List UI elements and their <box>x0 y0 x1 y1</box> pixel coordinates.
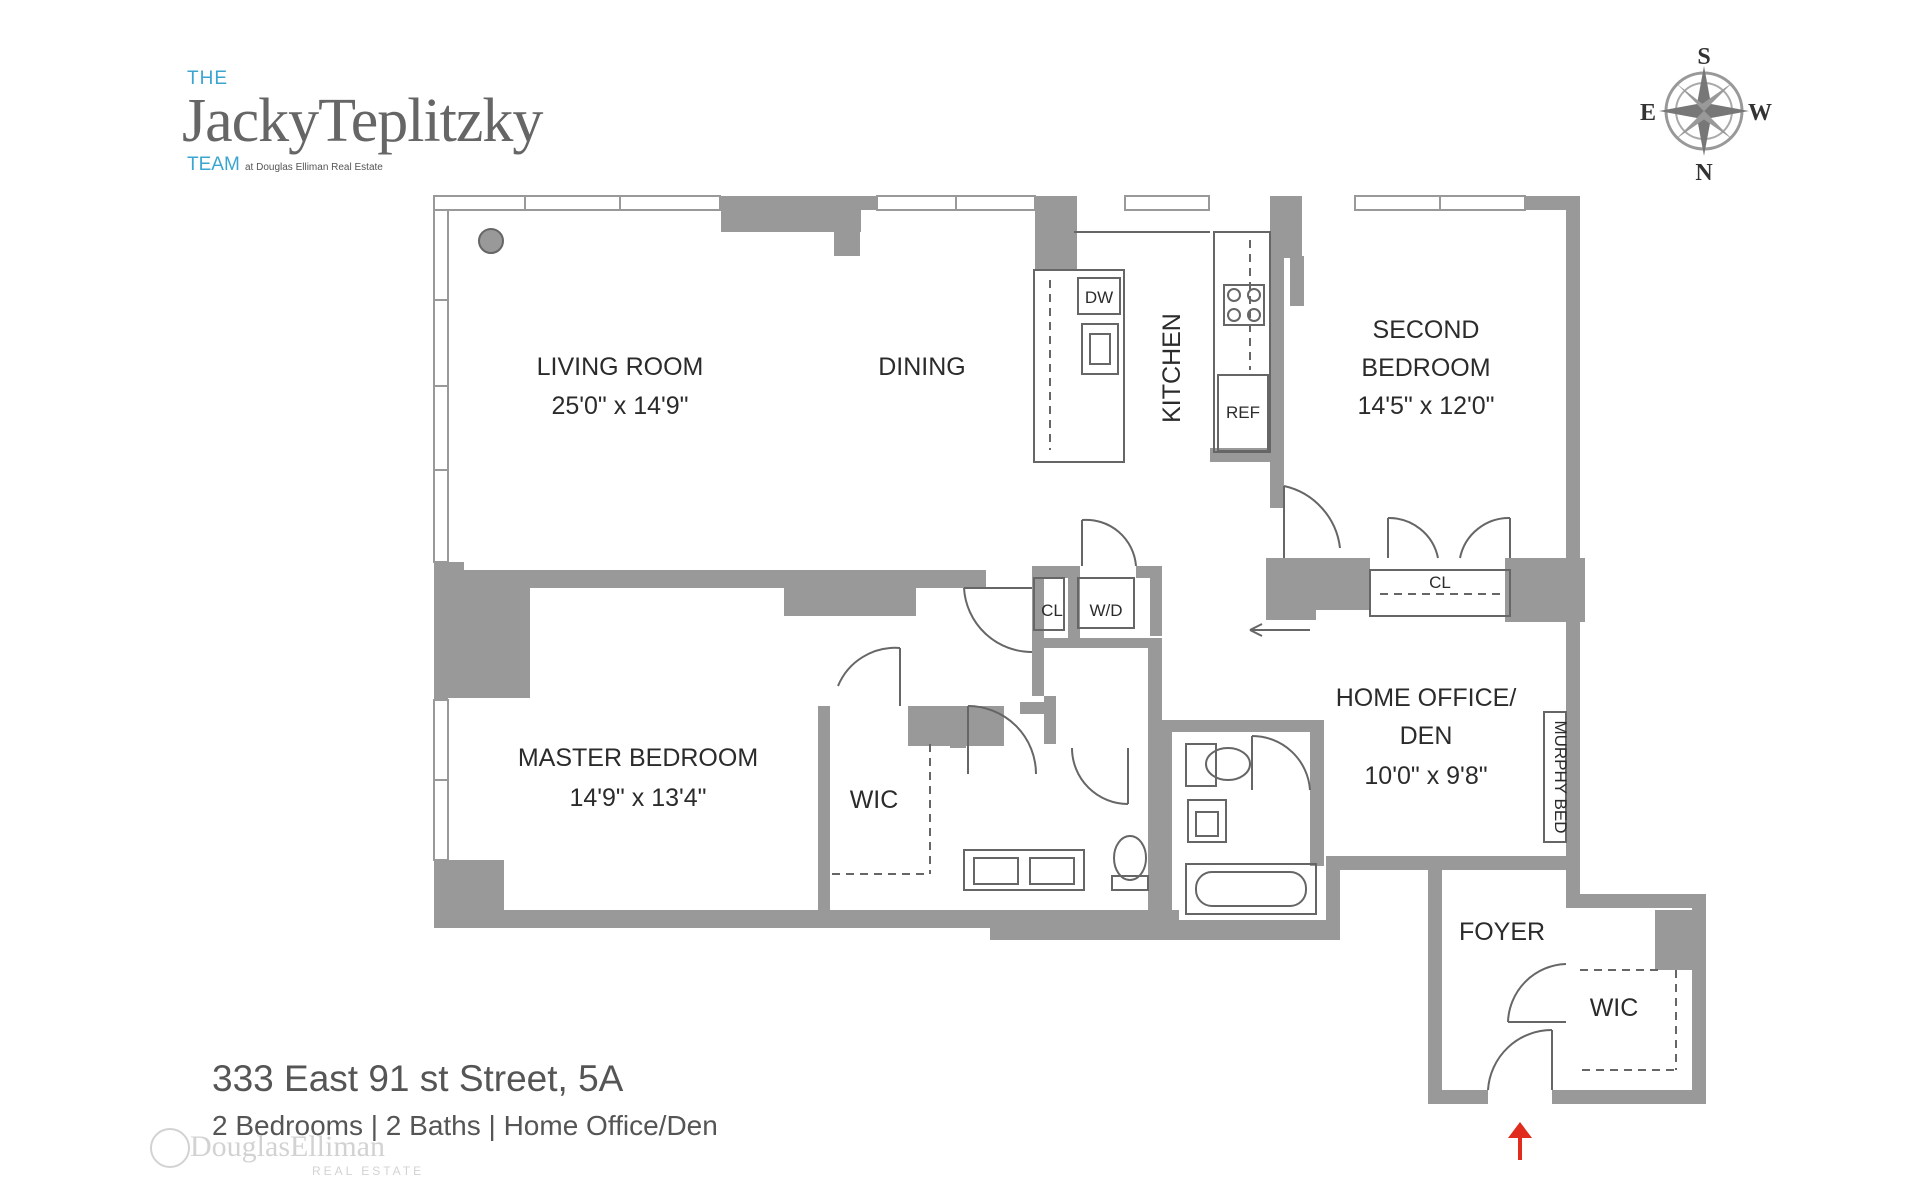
compass-east: E <box>1640 100 1656 126</box>
bedroom-closet-label: CL <box>1429 573 1451 592</box>
foyer-wic-label: WIC <box>1590 994 1639 1022</box>
de-logo-name: DouglasElliman <box>190 1130 385 1163</box>
brand-the: THE <box>187 68 228 89</box>
living-room-size: 25'0" x 14'9" <box>551 392 688 420</box>
doors <box>837 485 1567 1091</box>
washer-dryer-label: W/D <box>1089 601 1122 620</box>
office-size: 10'0" x 9'8" <box>1364 762 1487 790</box>
brand-subtitle: at Douglas Elliman Real Estate <box>245 162 383 173</box>
compass-west: W <box>1748 100 1772 126</box>
dining-label: DINING <box>878 353 966 381</box>
de-logo-icon <box>150 1128 190 1168</box>
bathroom-fixtures <box>832 623 1677 1071</box>
foyer-label: FOYER <box>1459 918 1545 946</box>
windows-top <box>433 195 1526 211</box>
windows-left <box>433 209 449 861</box>
second-bedroom-label-2: BEDROOM <box>1361 354 1490 382</box>
dishwasher-label: DW <box>1085 288 1113 307</box>
master-bedroom-label: MASTER BEDROOM <box>518 744 758 772</box>
listing-details: 2 Bedrooms | 2 Baths | Home Office/Den <box>212 1110 718 1141</box>
douglas-elliman-watermark: DouglasElliman REAL ESTATE <box>150 1128 430 1178</box>
second-bedroom-label-1: SECOND <box>1373 316 1480 344</box>
listing-address: 333 East 91 st Street, 5A <box>212 1058 624 1099</box>
column-icon <box>478 228 504 254</box>
compass-south: S <box>1697 44 1710 70</box>
kitchen-label: KITCHEN <box>1158 313 1186 423</box>
brand-logo-name: JackyTeplitzky <box>182 87 543 155</box>
entry-arrow-icon <box>1508 1122 1532 1160</box>
living-room-label: LIVING ROOM <box>537 353 704 381</box>
de-logo-sub: REAL ESTATE <box>312 1164 425 1178</box>
murphy-bed-label: MURPHY BED <box>1551 720 1570 833</box>
kitchen-counter <box>1074 231 1271 453</box>
office-label-2: DEN <box>1400 722 1453 750</box>
refrigerator-label: REF <box>1226 403 1260 422</box>
brand-team: TEAM <box>187 154 240 175</box>
compass-north: N <box>1695 160 1713 186</box>
master-wic-label: WIC <box>850 786 899 814</box>
walls <box>434 196 1706 1104</box>
second-bedroom-size: 14'5" x 12'0" <box>1357 392 1494 420</box>
kitchen-island <box>1033 269 1125 463</box>
master-bedroom-size: 14'9" x 13'4" <box>569 784 706 812</box>
hall-closet-label: CL <box>1041 601 1063 620</box>
compass-rose-icon: S W N E <box>1640 44 1772 186</box>
office-label-1: HOME OFFICE/ <box>1336 684 1517 712</box>
